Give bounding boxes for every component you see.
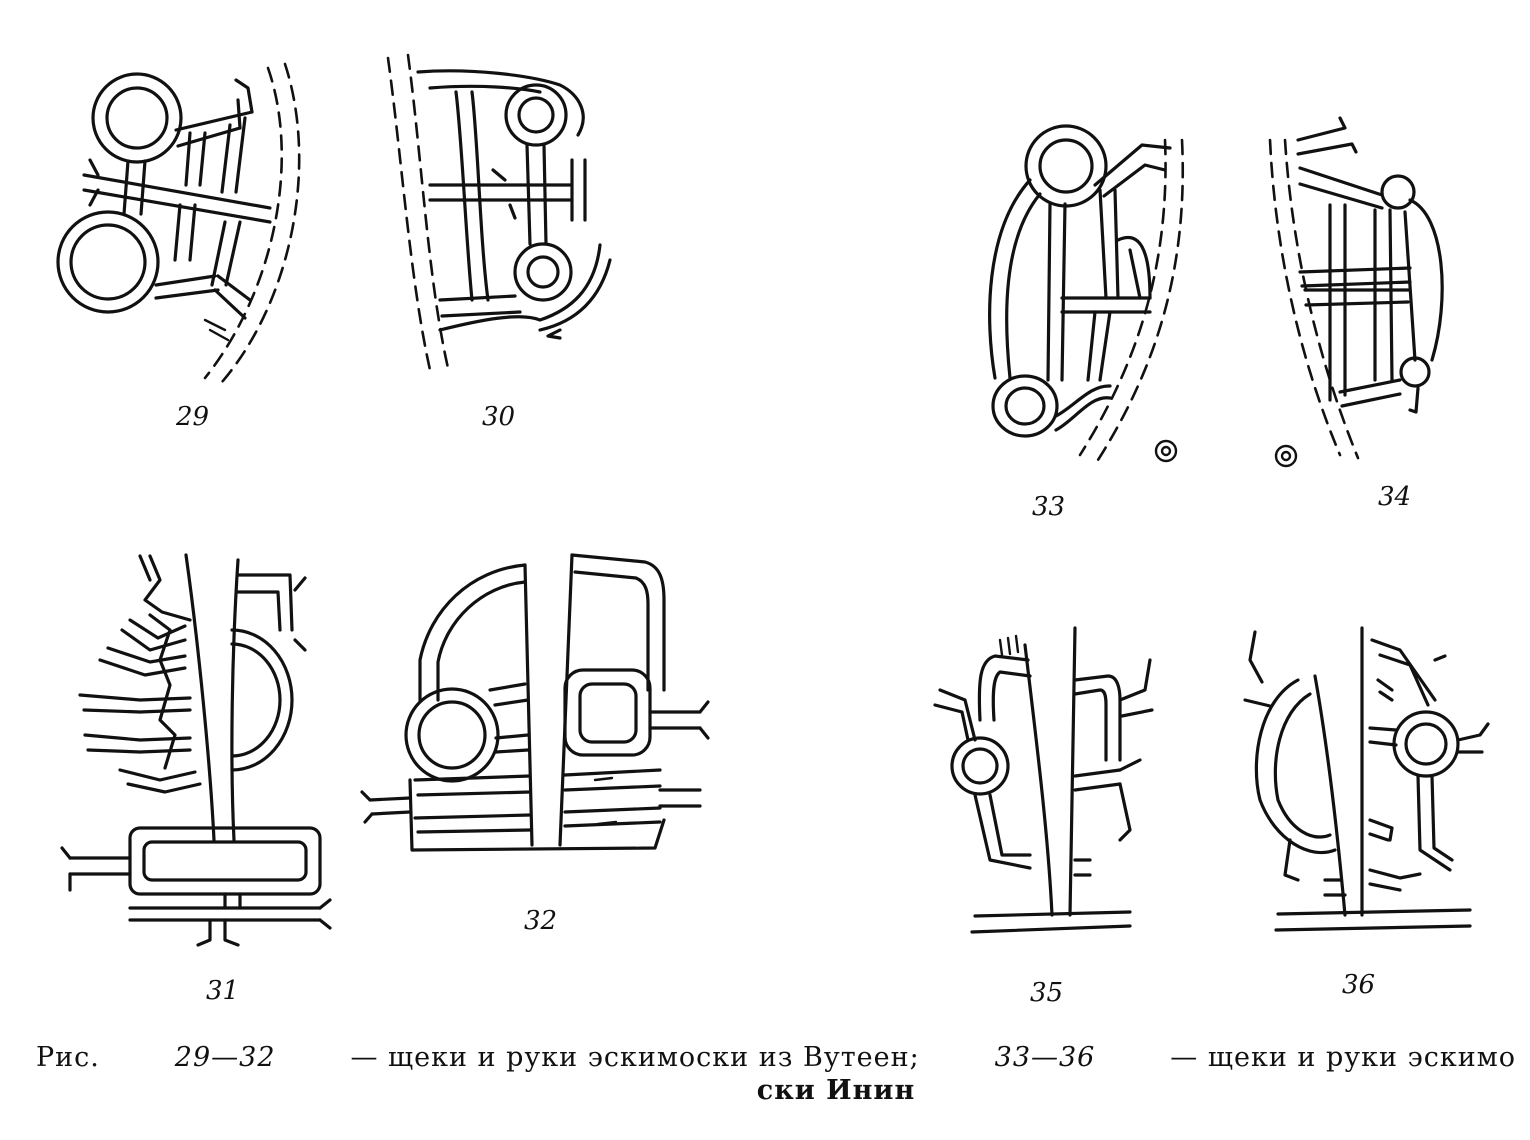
drawing-32 xyxy=(360,553,710,852)
drawing-30 xyxy=(386,53,612,372)
figure-number-30: 30 xyxy=(482,402,516,432)
drawing-35 xyxy=(933,626,1154,934)
figure-caption: Рис. 29—32 — щеки и руки эскимоски из Ву… xyxy=(36,1042,1516,1106)
figure-number-29: 29 xyxy=(176,402,210,432)
figure-number-31: 31 xyxy=(206,976,240,1006)
figure-number-33: 33 xyxy=(1032,492,1066,522)
drawing-33 xyxy=(988,124,1185,463)
drawing-29 xyxy=(56,62,301,384)
caption-text-1: — щеки и руки эскимоски из Вутеен; xyxy=(350,1042,920,1073)
caption-prefix: Рис. xyxy=(36,1042,100,1073)
caption-text-2: — щеки и руки эскимо xyxy=(1170,1042,1516,1073)
drawing-36 xyxy=(1243,626,1490,932)
caption-line-2: ски Инин xyxy=(756,1075,916,1106)
drawing-31 xyxy=(60,553,332,947)
caption-line-1: Рис. 29—32 — щеки и руки эскимоски из Ву… xyxy=(36,1042,1516,1073)
caption-range-2: 33—36 xyxy=(994,1042,1096,1073)
figure-number-35: 35 xyxy=(1030,978,1064,1008)
figure-number-34: 34 xyxy=(1378,482,1412,512)
figure-number-36: 36 xyxy=(1342,970,1376,1000)
figure-number-32: 32 xyxy=(524,906,558,936)
drawing-34 xyxy=(1268,116,1444,468)
caption-range-1: 29—32 xyxy=(174,1042,276,1073)
